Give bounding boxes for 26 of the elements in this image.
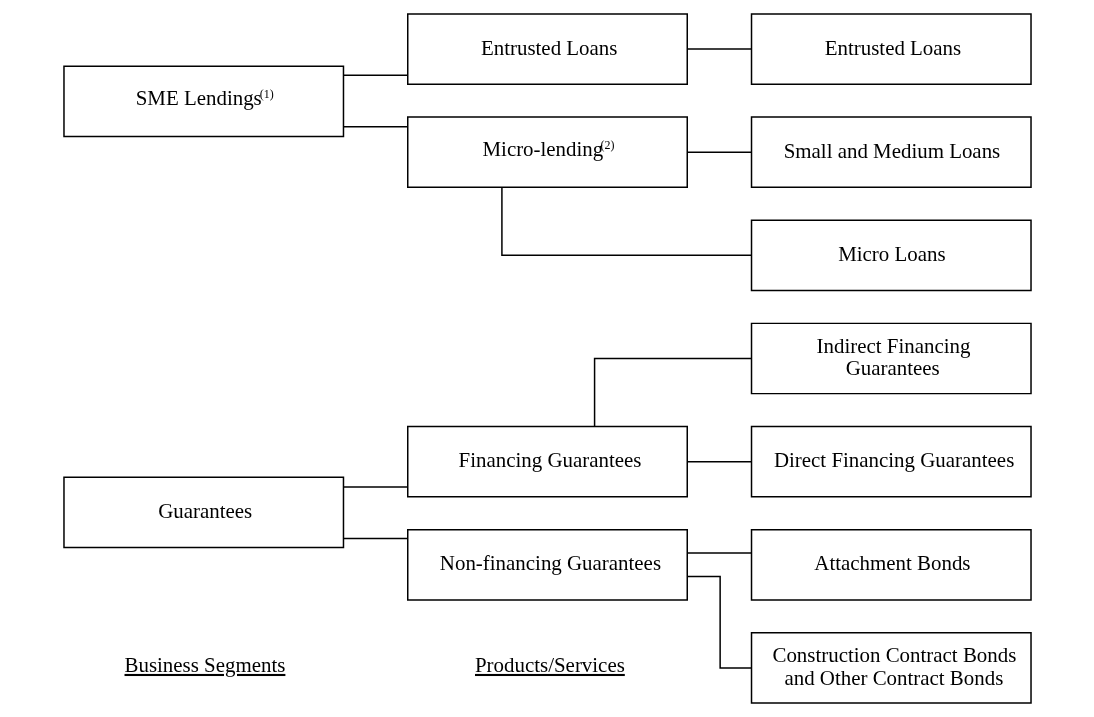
node-box: Guarantees [62,476,344,549]
label: Business Segments [124,652,285,677]
node-box: Entrusted Loans [406,13,688,85]
connector [500,187,752,257]
connector [342,537,408,540]
connector [686,460,752,463]
node-box: Non-financing Guarantees [406,528,688,601]
connector [342,486,408,488]
connector [686,552,752,554]
connector [342,74,408,76]
node-box: Attachment Bonds [750,528,1032,601]
node-box: Small and Medium Loans [750,116,1032,189]
node-box: Direct Financing Guarantees [750,425,1032,498]
node-box: Indirect Financing Guarantees [750,322,1032,395]
connector [686,575,752,669]
connector [686,48,752,50]
node-box: Micro Loans [750,219,1032,292]
node-box: Construction Contract Bonds and Other Contract Bonds [750,632,1032,704]
connector [593,357,752,427]
node-box: Financing Guarantees [406,425,688,498]
node-box: Entrusted Loans [750,13,1032,85]
node-box: Micro-lending$^{(2)}$ [406,116,688,189]
connector [342,126,408,128]
label: Products/Services [474,652,625,677]
connector [686,151,752,153]
node-box: SME Lendings$^{(1)}$ [62,65,344,138]
